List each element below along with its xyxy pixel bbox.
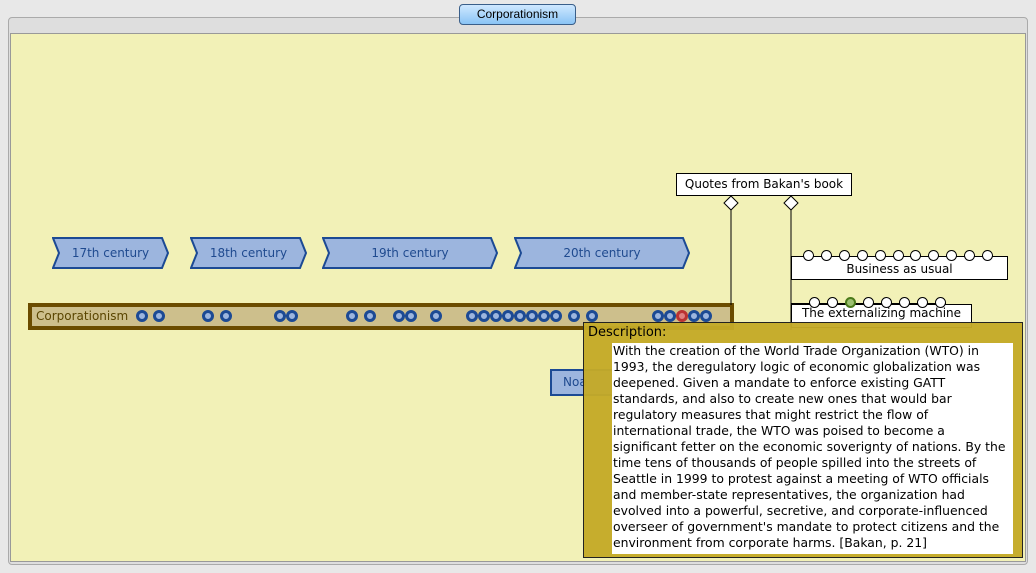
quote-marker[interactable] [874, 250, 886, 261]
era-19th-century[interactable]: 19th century [322, 237, 498, 269]
quote-marker[interactable] [803, 250, 814, 261]
event-marker[interactable] [430, 310, 442, 322]
quote-marker[interactable] [809, 297, 820, 308]
description-line: and member-state representatives, the or… [613, 487, 965, 502]
timeline-track-corporationism[interactable]: Corporationism [28, 303, 734, 330]
description-line: With the creation of the World Trade Org… [613, 343, 979, 358]
quote-marker[interactable] [910, 250, 922, 261]
quote-marker[interactable] [935, 297, 946, 308]
era-17th-century[interactable]: 17th century [52, 237, 169, 269]
description-line: deepened. Given a mandate to enforce exi… [613, 375, 946, 390]
era-label: 18th century [209, 246, 288, 260]
era-label: 19th century [371, 246, 449, 260]
event-marker[interactable] [700, 310, 712, 322]
quote-marker[interactable] [946, 250, 958, 261]
event-marker[interactable] [466, 310, 478, 322]
event-marker[interactable] [664, 310, 676, 322]
description-line: environment from corporate harms. [Bakan… [613, 535, 927, 550]
event-marker[interactable] [538, 310, 550, 322]
event-marker[interactable] [652, 310, 664, 322]
event-marker[interactable] [586, 310, 598, 322]
group-connectors [723, 195, 799, 330]
description-line: evolved into a powerful, secretive, and … [613, 503, 988, 518]
quote-connector [791, 256, 991, 257]
description-line: Seattle in 1999 to protest against a mee… [613, 471, 989, 486]
quote-marker[interactable] [827, 297, 838, 308]
event-marker[interactable] [490, 310, 502, 322]
description-line: international trade, the WTO was poised … [613, 423, 945, 438]
event-marker[interactable] [274, 310, 286, 322]
era-20th-century[interactable]: 20th century [514, 237, 690, 269]
tooltip-label: Description: [588, 325, 667, 340]
quote-marker[interactable] [928, 250, 940, 261]
tab-corporationism[interactable]: Corporationism [459, 4, 576, 25]
quote-marker[interactable] [863, 297, 874, 308]
event-marker[interactable] [153, 310, 165, 322]
description-line: regulatory measures that might restrict … [613, 407, 929, 422]
quote-marker[interactable] [892, 250, 904, 261]
quote-marker[interactable] [856, 250, 868, 261]
description-line: overseer of government's mandate to prot… [613, 519, 1000, 534]
group-title-box[interactable]: Quotes from Bakan's book [676, 173, 852, 196]
description-line: 1993, the deregulatory logic of economic… [613, 359, 981, 374]
event-marker[interactable] [286, 310, 298, 322]
event-marker[interactable] [526, 310, 538, 322]
quote-marker[interactable] [917, 297, 928, 308]
event-marker[interactable] [346, 310, 358, 322]
event-marker[interactable] [364, 310, 376, 322]
track-label: Corporationism [36, 309, 129, 323]
quote-marker[interactable] [982, 250, 993, 261]
event-marker[interactable] [478, 310, 490, 322]
quote-marker[interactable] [838, 250, 850, 261]
quote-marker[interactable] [964, 250, 976, 261]
quote-marker-selected[interactable] [845, 297, 856, 308]
description-line: significant fetter on the economic sover… [613, 439, 1006, 454]
era-label: 20th century [563, 246, 641, 260]
event-marker[interactable] [514, 310, 526, 322]
era-label: 17th century [71, 246, 150, 260]
event-marker[interactable] [688, 310, 700, 322]
description-tooltip: Description: With the creation of the Wo… [583, 322, 1023, 558]
description-line: standards, and also to create new ones t… [613, 391, 952, 406]
quote-marker[interactable] [881, 297, 892, 308]
tooltip-description: With the creation of the World Trade Org… [612, 343, 1013, 554]
event-marker[interactable] [502, 310, 514, 322]
quote-marker[interactable] [820, 250, 832, 261]
event-marker-selected[interactable] [676, 310, 688, 322]
event-marker[interactable] [405, 310, 417, 322]
event-marker[interactable] [220, 310, 232, 322]
event-marker[interactable] [202, 310, 214, 322]
event-marker[interactable] [550, 310, 562, 322]
event-marker[interactable] [393, 310, 405, 322]
event-marker[interactable] [568, 310, 580, 322]
quote-marker[interactable] [899, 297, 910, 308]
description-line: time tens of thousands of people spilled… [613, 455, 977, 470]
event-marker[interactable] [136, 310, 148, 322]
era-18th-century[interactable]: 18th century [190, 237, 307, 269]
